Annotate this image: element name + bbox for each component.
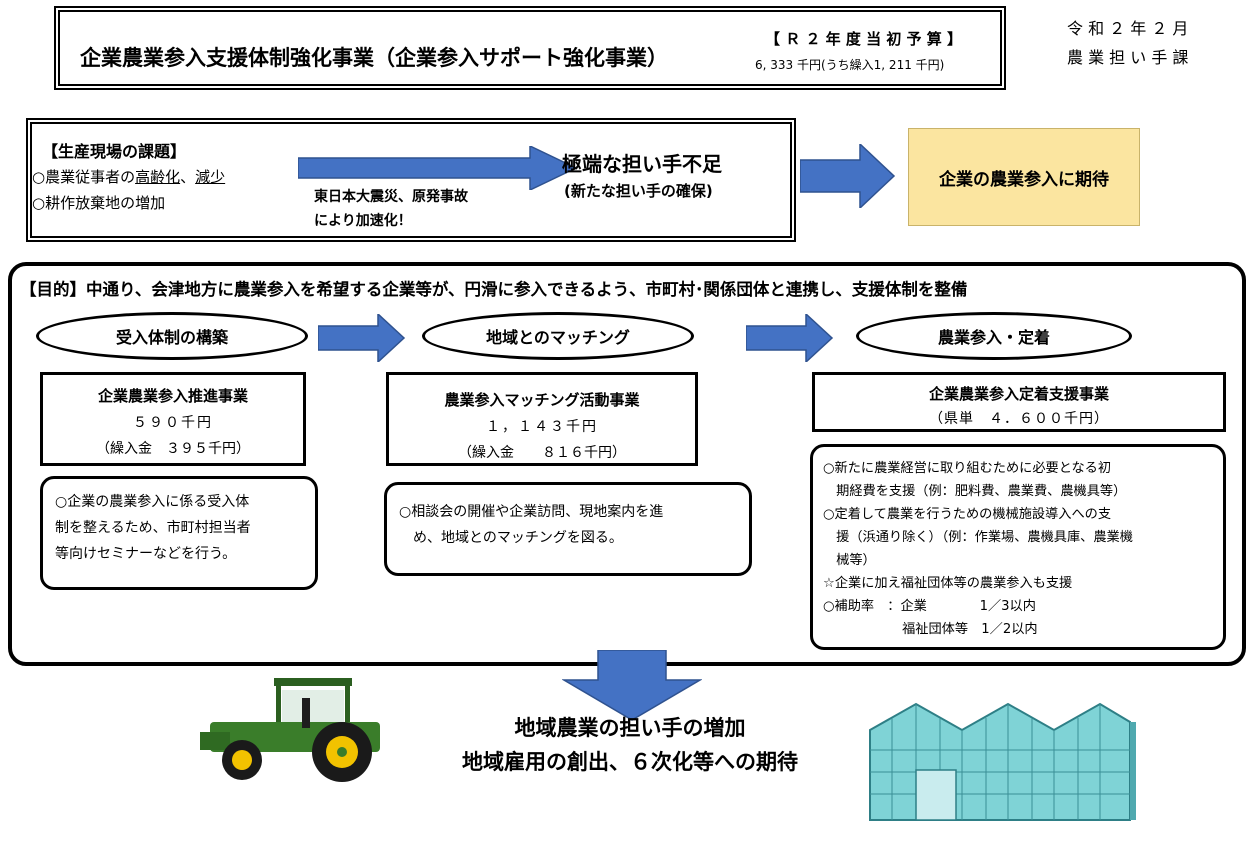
result-text: 極端な担い手不足 bbox=[562, 152, 722, 176]
project-box-2: 農業参入マッチング活動事業 １，１４３千円 （繰入金 ８１６千円） bbox=[386, 372, 698, 466]
budget-label: 【 Ｒ ２ 年 度 当 初 予 算 】 bbox=[765, 30, 963, 48]
step-arrow-2-icon bbox=[746, 314, 834, 362]
project-2-amount: １，１４３千円 bbox=[486, 419, 598, 435]
expectation-box: 企業の農業参入に期待 bbox=[908, 128, 1140, 226]
page-title: 企業農業参入支援体制強化事業（企業参入サポート強化事業） bbox=[80, 46, 668, 70]
project-3-title: 企業農業参入定着支援事業 bbox=[928, 385, 1109, 403]
description-box-1: ○企業の農業参入に係る受入体 制を整えるため、市町村担当者 等向けセミナーなどを… bbox=[40, 476, 318, 590]
project-2-sub: （繰入金 ８１６千円） bbox=[458, 445, 626, 461]
outcome-line1: 地域農業の担い手の増加 bbox=[514, 716, 746, 740]
description-3-line: ○新たに農業経営に取り組むために必要となる初 bbox=[823, 461, 1112, 476]
outcome-line2: 地域雇用の創出、６次化等への期待 bbox=[462, 750, 798, 774]
description-1-line: ○企業の農業参入に係る受入体 bbox=[55, 494, 250, 510]
project-box-1: 企業農業参入推進事業 ５９０千円 （繰入金 ３９５千円） bbox=[40, 372, 306, 466]
step-ellipse-3-label: 農業参入・定着 bbox=[937, 328, 1050, 347]
greenhouse-icon bbox=[869, 702, 1136, 821]
cause-line1: 東日本大震災、原発事故 bbox=[314, 189, 468, 205]
issues-box: 【生産現場の課題】 ○農業従事者の高齢化、減少 ○耕作放棄地の増加 東日本大震災… bbox=[26, 118, 796, 242]
description-3-line: ○定着して農業を行うための機械施設導入への支 bbox=[823, 507, 1112, 522]
department-text: 農 業 担 い 手 課 bbox=[1067, 48, 1189, 67]
project-box-3: 企業農業参入定着支援事業 （県単 ４．６００千円） bbox=[812, 372, 1226, 432]
tractor-icon bbox=[200, 678, 380, 782]
expectation-arrow-icon bbox=[800, 144, 896, 208]
description-1-line: 等向けセミナーなどを行う。 bbox=[55, 546, 237, 562]
issues-arrow-icon bbox=[298, 146, 578, 190]
description-2-line: め、地域とのマッチングを図る。 bbox=[399, 530, 623, 546]
issue-sep: 、 bbox=[180, 168, 196, 186]
step-ellipse-1-label: 受入体制の構築 bbox=[115, 328, 228, 347]
description-3-line: 械等） bbox=[823, 553, 876, 568]
step-ellipse-1: 受入体制の構築 bbox=[36, 312, 308, 360]
issue-item-prefix: ○農業従事者の bbox=[32, 168, 136, 186]
issue-aging: 高齢化 bbox=[135, 168, 181, 186]
description-1-line: 制を整えるため、市町村担当者 bbox=[55, 520, 251, 536]
purpose-text: 【目的】中通り、会津地方に農業参入を希望する企業等が、円滑に参入できるよう、市町… bbox=[20, 280, 968, 299]
step-ellipse-2-label: 地域とのマッチング bbox=[486, 328, 630, 347]
step-ellipse-2: 地域とのマッチング bbox=[422, 312, 694, 360]
budget-amount: 6, 333 千円(うち繰入1, 211 千円) bbox=[755, 58, 945, 72]
description-3-line: 期経費を支援（例：肥料費、農業費、農機具等） bbox=[823, 484, 1127, 499]
title-box: 企業農業参入支援体制強化事業（企業参入サポート強化事業） 【 Ｒ ２ 年 度 当… bbox=[54, 6, 1006, 90]
project-3-amount: （県単 ４．６００千円） bbox=[929, 411, 1109, 427]
description-3-line: ○補助率 ：企業 1／3以内 bbox=[823, 599, 1036, 614]
step-ellipse-3: 農業参入・定着 bbox=[856, 312, 1132, 360]
project-2-title: 農業参入マッチング活動事業 bbox=[444, 391, 640, 409]
step-arrow-1-icon bbox=[318, 314, 406, 362]
description-3-line: 福祉団体等 1／2以内 bbox=[823, 622, 1038, 637]
issues-heading: 【生産現場の課題】 bbox=[42, 142, 187, 161]
result-subtext: (新たな担い手の確保) bbox=[564, 182, 713, 200]
issue-item-aging: ○農業従事者の高齢化、減少 bbox=[32, 166, 225, 187]
project-1-sub: （繰入金 ３９５千円） bbox=[96, 441, 250, 457]
issue-item-abandoned: ○耕作放棄地の増加 bbox=[32, 194, 166, 212]
description-box-2: ○相談会の開催や企業訪問、現地案内を進 め、地域とのマッチングを図る。 bbox=[384, 482, 752, 576]
description-2-line: ○相談会の開催や企業訪問、現地案内を進 bbox=[399, 504, 664, 520]
issue-decline: 減少 bbox=[195, 168, 226, 186]
project-1-title: 企業農業参入推進事業 bbox=[97, 387, 248, 405]
description-box-3: ○新たに農業経営に取り組むために必要となる初 期経費を支援（例：肥料費、農業費、… bbox=[810, 444, 1226, 650]
project-1-amount: ５９０千円 bbox=[133, 415, 213, 431]
description-3-line: 援（浜通り除く）（例：作業場、農機具庫、農業機 bbox=[823, 530, 1133, 545]
expectation-text: 企業の農業参入に期待 bbox=[939, 169, 1109, 190]
description-3-line: ☆企業に加え福祉団体等の農業参入も支援 bbox=[823, 576, 1073, 591]
down-arrow-icon bbox=[562, 650, 702, 721]
cause-line2: により加速化！ bbox=[314, 213, 412, 229]
date-text: 令 和 ２ 年 ２ 月 bbox=[1067, 19, 1189, 38]
